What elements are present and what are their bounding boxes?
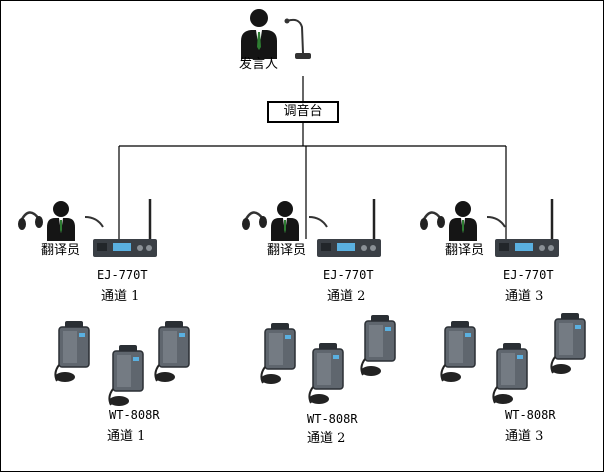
transmitter-channel-2: 通道 2 — [327, 289, 366, 304]
transmitter-icon — [93, 239, 157, 257]
transmitter-channel-1: 通道 1 — [101, 289, 140, 304]
receiver-icon — [260, 323, 296, 384]
transmitter-icon — [317, 239, 381, 257]
receiver-icon — [108, 345, 144, 406]
interpreter-microphone-icon — [486, 216, 506, 228]
receiver-channel-2: 通道 2 — [307, 431, 346, 446]
interpreter-station-1 — [15, 197, 175, 261]
interpreter-icon — [449, 201, 477, 241]
speaker-label: 发言人 — [239, 57, 279, 72]
receiver-icon — [154, 321, 190, 382]
receiver-model-3: WT-808R — [505, 408, 556, 422]
transmitter-model-2: EJ-770T — [323, 268, 374, 282]
interpreter-icon — [271, 201, 299, 241]
receiver-icon — [308, 343, 344, 404]
receiver-icon — [360, 315, 396, 376]
mixer-box: 调音台 — [267, 101, 339, 123]
interpreter-label-1: 翻译员 — [41, 243, 81, 258]
headphones-icon — [242, 211, 267, 230]
transmitter-channel-3: 通道 3 — [505, 289, 544, 304]
interpreter-station-3 — [417, 197, 577, 261]
receiver-icon — [440, 321, 476, 382]
interpreter-icon — [47, 201, 75, 241]
transmitter-icon — [495, 239, 559, 257]
receiver-model-1: WT-808R — [109, 408, 160, 422]
interpreter-label-2: 翻译员 — [267, 243, 307, 258]
receiver-icon — [492, 343, 528, 404]
receiver-model-2: WT-808R — [307, 412, 358, 426]
transmitter-model-1: EJ-770T — [97, 268, 148, 282]
receiver-icon — [54, 321, 90, 382]
receiver-channel-1: 通道 1 — [107, 429, 146, 444]
headphones-icon — [18, 211, 43, 230]
receiver-icon — [550, 313, 586, 374]
interpreter-station-2 — [239, 197, 399, 261]
receiver-channel-3: 通道 3 — [505, 429, 544, 444]
speaker-icon — [241, 9, 311, 59]
transmitter-model-3: EJ-770T — [503, 268, 554, 282]
interpreter-microphone-icon — [308, 216, 328, 228]
interpreter-label-3: 翻译员 — [445, 243, 485, 258]
interpreter-microphone-icon — [84, 216, 104, 228]
headphones-icon — [420, 211, 445, 230]
